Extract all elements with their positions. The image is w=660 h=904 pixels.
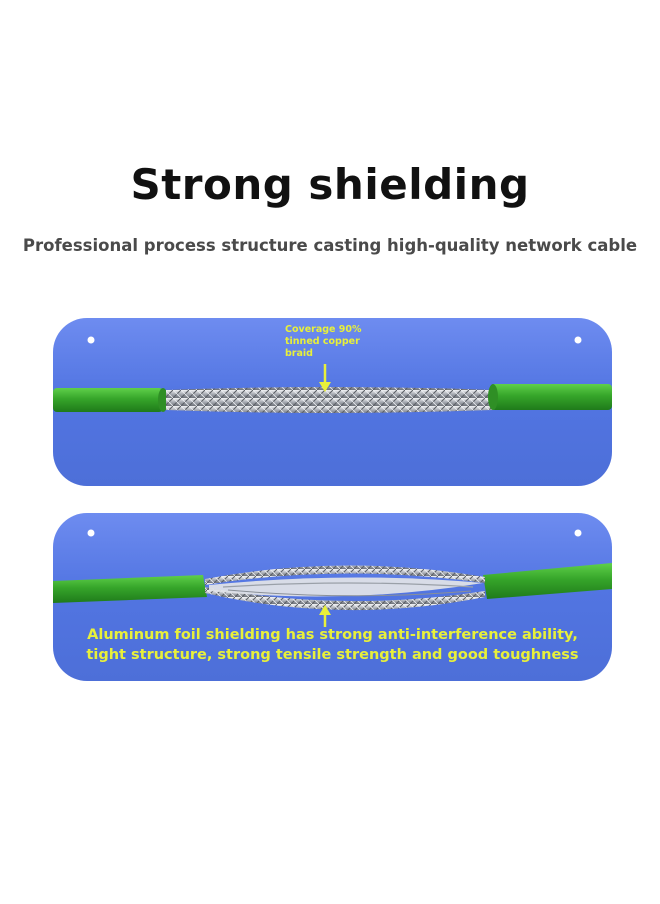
callout-line: Coverage 90% xyxy=(285,324,362,335)
cable-jacket-right xyxy=(491,384,612,410)
braid-callout: Coverage 90% tinned copper braid xyxy=(285,324,362,360)
braid-strand-bottom xyxy=(205,587,485,611)
panel-rivet xyxy=(574,336,582,344)
callout-line: tinned copper xyxy=(285,336,360,347)
foil-cable-illustration xyxy=(53,529,612,627)
arrow-head-icon xyxy=(319,382,331,392)
callout-line: tight structure, strong tensile strength… xyxy=(86,647,579,663)
tinned-copper-braid xyxy=(166,387,493,413)
arrow-head-icon xyxy=(319,605,331,615)
foil-shield-panel: Aluminum foil shielding has strong anti-… xyxy=(53,513,612,681)
aluminum-foil xyxy=(209,577,483,597)
callout-line: Aluminum foil shielding has strong anti-… xyxy=(87,627,578,643)
cable-jacket-left xyxy=(53,575,207,603)
braid-strand-top xyxy=(205,565,485,585)
page-subtitle: Professional process structure casting h… xyxy=(22,236,638,255)
panel-rivet xyxy=(87,529,95,537)
cable-jacket-left xyxy=(53,388,163,412)
braid-shield-panel: Coverage 90% tinned copper braid xyxy=(53,318,612,486)
panel-rivet xyxy=(574,529,582,537)
foil-callout: Aluminum foil shielding has strong anti-… xyxy=(53,625,612,665)
cable-jacket-right xyxy=(483,563,612,599)
braid-cable-illustration xyxy=(53,336,612,413)
callout-line: braid xyxy=(285,348,313,359)
panel-rivet xyxy=(87,336,95,344)
page-title: Strong shielding xyxy=(130,160,530,209)
